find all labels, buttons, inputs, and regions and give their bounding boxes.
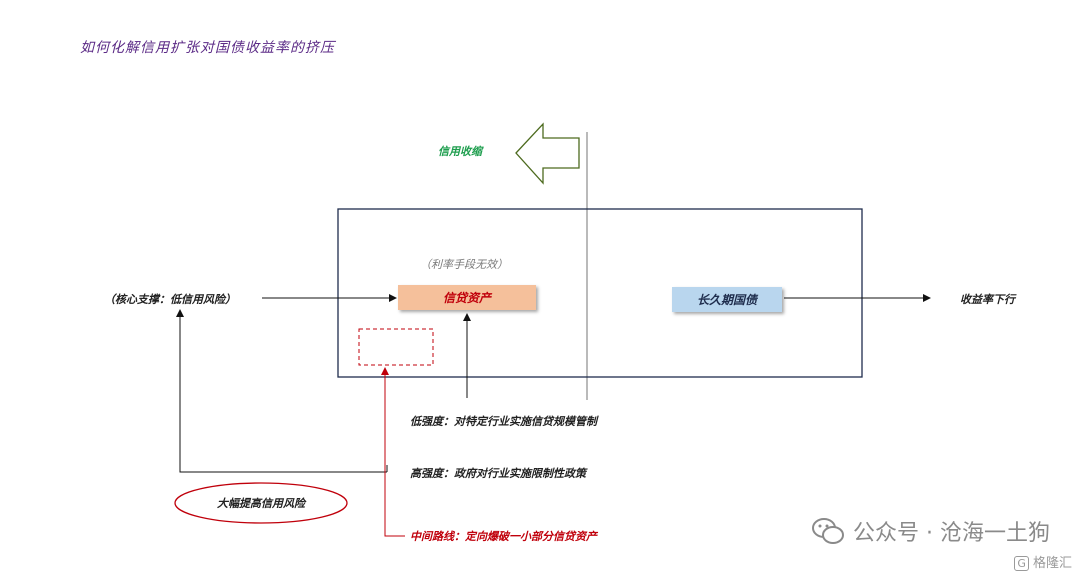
wechat-icon — [812, 518, 845, 544]
long-bonds-box: 长久期国债 — [672, 287, 782, 312]
high-intensity-label: 高强度：政府对行业实施限制性政策 — [410, 467, 586, 480]
watermark-mark-text: 格隆汇 — [1032, 556, 1072, 571]
rate-ineffective-label: （利率手段无效） — [420, 258, 508, 271]
contraction-arrow — [515, 122, 580, 185]
page-title: 如何化解信用扩张对国债收益率的挤压 — [80, 40, 335, 56]
arrow-middle-path — [381, 367, 405, 537]
main-frame — [337, 208, 863, 378]
low-intensity-label: 低强度：对特定行业实施信贷规模管制 — [410, 415, 597, 428]
raise-risk-label: 大幅提高信用风险 — [217, 497, 305, 510]
watermark-mark: G 格隆汇 — [1014, 552, 1072, 571]
dashed-box — [358, 328, 434, 366]
arrow-high-intensity — [176, 309, 387, 473]
credit-contraction-label: 信用收缩 — [438, 145, 482, 158]
risk-ellipse — [174, 482, 348, 524]
yield-down-label: 收益率下行 — [960, 293, 1015, 306]
credit-assets-box: 信贷资产 — [398, 285, 536, 310]
middle-path-label: 中间路线：定向爆破一小部分信贷资产 — [410, 530, 597, 543]
logo-icon: G — [1014, 556, 1029, 571]
watermark: 公众号 · 沧海一土狗 — [811, 515, 1050, 547]
core-support-label: （核心支撑：低信用风险） — [104, 293, 236, 306]
watermark-text: 公众号 · 沧海一土狗 — [853, 521, 1050, 546]
